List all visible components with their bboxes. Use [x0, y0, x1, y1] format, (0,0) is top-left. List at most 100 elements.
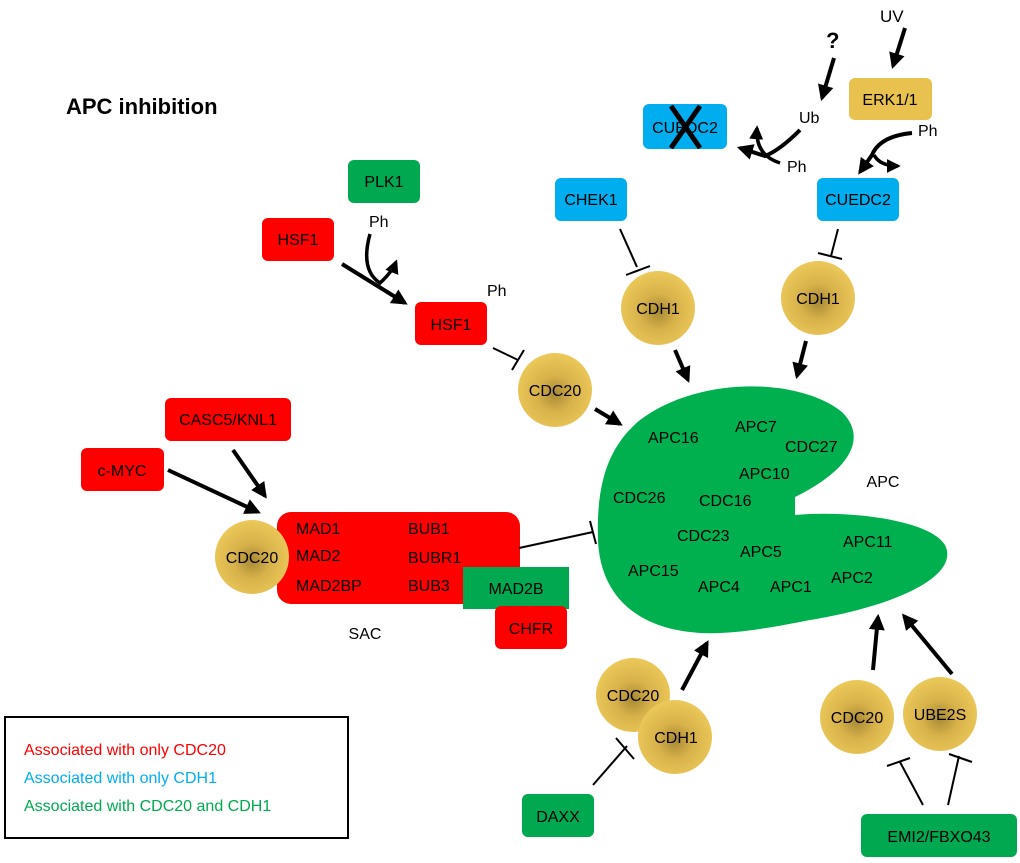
apc-subunit: APC4: [698, 579, 740, 596]
ph-release-arrow: [749, 125, 781, 165]
apc-subunit: APC10: [739, 466, 790, 483]
apc-subunit: CDC23: [677, 528, 730, 545]
apc-subunit: APC5: [740, 544, 782, 561]
apc-subunit: CDC27: [785, 439, 838, 456]
ph-plk1-label: Ph: [369, 214, 389, 231]
uv-to-erk-arrow: [889, 27, 907, 70]
apc-subunit: CDC16: [699, 493, 752, 510]
apc-subunit: APC15: [628, 563, 679, 580]
casc5-to-sac-arrow: [231, 448, 267, 499]
uv-label: UV: [880, 7, 904, 26]
cdh1-chek1-label: CDH1: [636, 301, 680, 318]
sac-subunit: BUB1: [408, 521, 450, 538]
cuedc2-label: CUEDC2: [825, 192, 891, 209]
hsf1-node: [262, 218, 334, 261]
cmyc-to-sac-arrow: [167, 468, 261, 514]
hsf1-phospho-label: HSF1: [431, 317, 472, 334]
cdc20-emi2-label: CDC20: [831, 710, 884, 727]
sac-inhibits-apc: [518, 520, 597, 549]
cdc20-to-apc-arrow-2: [868, 613, 885, 671]
apc-subunit: CDC26: [613, 490, 666, 507]
cdh1-cuedc2-label: CDH1: [796, 291, 840, 308]
cdh1-daxx-node: [638, 700, 712, 774]
emi2-inhibits-cdc20: [886, 757, 924, 806]
legend-item-cdc20-only: Associated with only CDC20: [24, 742, 226, 759]
daxx-node: [522, 794, 594, 837]
apc-label: APC: [867, 474, 900, 491]
erk-label: ERK1/1: [862, 92, 917, 109]
sac-subunit: BUBR1: [408, 550, 461, 567]
chek1-inhibits-cdh1: [619, 228, 651, 276]
casc5-node: [165, 398, 291, 441]
chek1-node: [555, 178, 627, 221]
unknown-factor-label: ?: [826, 28, 839, 53]
apc-subunit: APC7: [735, 419, 777, 436]
apc-subunit: APC1: [770, 579, 812, 596]
cmyc-node: [81, 448, 164, 491]
erk-to-cuedc2-arrow: [858, 131, 913, 175]
hsf1-label: HSF1: [278, 232, 319, 249]
mad2b-node: [463, 567, 569, 609]
apc-subunit: APC11: [843, 534, 893, 551]
unknown-to-ub-arrow: [818, 57, 836, 102]
diagram-title: APC inhibition: [66, 94, 218, 119]
legend-item-both: Associated with CDC20 and CDH1: [24, 798, 271, 815]
emi2-node: [861, 814, 1017, 857]
ph-ub-label: Ph: [787, 159, 807, 176]
plk1-node: [348, 160, 420, 203]
sac-subunit: BUB3: [408, 578, 450, 595]
legend-item-cdh1-only: Associated with only CDH1: [24, 770, 217, 787]
cdc20-hsf1-node: [518, 353, 592, 427]
casc5-label: CASC5/KNL1: [179, 412, 277, 429]
cross-icon: [668, 104, 703, 150]
mad2b-label: MAD2B: [488, 581, 543, 598]
chek1-label: CHEK1: [564, 192, 617, 209]
ube2s-node: [903, 677, 977, 751]
erk-node: [849, 78, 932, 120]
cdh1-chek1-node: [621, 271, 695, 345]
cdh1-daxx-label: CDH1: [654, 730, 698, 747]
sac-label: SAC: [349, 626, 382, 643]
apc-subunit: APC2: [831, 570, 873, 587]
ph-transfer-arrow: [872, 154, 901, 173]
cdh1-to-apc-arrow-1: [673, 349, 691, 383]
sac-subunit: MAD1: [296, 521, 341, 538]
cdc20-sac-label: CDC20: [226, 550, 279, 567]
legend: Associated with only CDC20 Associated wi…: [4, 716, 349, 839]
ph-erk-label: Ph: [918, 123, 938, 140]
apc-subunit: APC16: [648, 430, 699, 447]
cdc20-emi2-node: [820, 680, 894, 754]
cuedc2-inhibits-cdh1: [817, 228, 843, 260]
ph-transfer-plk1-arrow: [364, 233, 399, 286]
chfr-node: [495, 606, 567, 649]
sac-subunit: MAD2: [296, 548, 341, 565]
legend-box: [4, 716, 349, 839]
cdc20-to-apc-arrow: [593, 407, 623, 426]
cuedc2-node: [817, 178, 899, 221]
hsf1-phospho-node: [415, 302, 487, 345]
daxx-inhibits-complex: [592, 737, 635, 786]
ubiquitination-arrow: [736, 128, 802, 160]
emi2-label: EMI2/FBXO43: [887, 829, 990, 846]
cdh1-to-apc-arrow-2: [792, 340, 808, 380]
ph-hsf1-label: Ph: [487, 283, 507, 300]
cdc20-daxx-label: CDC20: [607, 688, 660, 705]
chfr-label: CHFR: [509, 621, 553, 638]
hsf1-inhibits-cdc20: [492, 347, 525, 371]
ub-label: Ub: [799, 110, 820, 127]
sac-subunit: MAD2BP: [296, 578, 362, 595]
sac-complex: [277, 512, 520, 604]
cdh1-cuedc2-node: [781, 261, 855, 335]
plk1-label: PLK1: [364, 174, 403, 191]
apc-complex: [597, 386, 948, 634]
emi2-inhibits-ube2s: [947, 753, 973, 806]
daxx-label: DAXX: [536, 809, 580, 826]
cdc20-sac-node: [215, 520, 289, 594]
hsf1-phosphorylation-arrow: [340, 262, 408, 305]
cmyc-label: c-MYC: [98, 463, 147, 480]
cdc20-hsf1-label: CDC20: [529, 383, 582, 400]
ube2s-label: UBE2S: [914, 707, 966, 724]
ube2s-to-apc-arrow: [901, 613, 954, 676]
daxx-complex-to-apc-arrow: [680, 640, 709, 691]
